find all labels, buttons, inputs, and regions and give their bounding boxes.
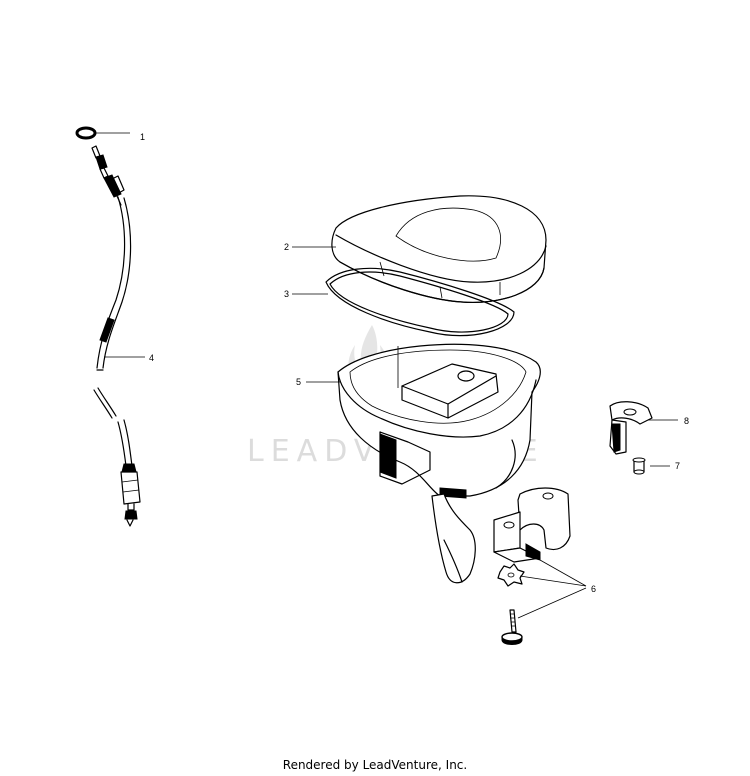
washer-part bbox=[497, 563, 525, 587]
gasket-part bbox=[325, 267, 515, 337]
callout-2: 2 bbox=[284, 242, 289, 252]
callout-5: 5 bbox=[296, 377, 301, 387]
clamp-part bbox=[493, 487, 571, 563]
callout-8: 8 bbox=[684, 416, 689, 426]
callout-1: 1 bbox=[140, 132, 145, 142]
cover-part bbox=[331, 195, 547, 304]
callout-3: 3 bbox=[284, 289, 289, 299]
lever-part bbox=[609, 401, 653, 455]
callout-4: 4 bbox=[149, 353, 154, 363]
leader-lines bbox=[96, 132, 678, 619]
pin-part bbox=[632, 457, 646, 475]
footer-credit: Rendered by LeadVenture, Inc. bbox=[282, 758, 468, 772]
callout-7: 7 bbox=[675, 461, 680, 471]
callout-labels: 1 2 3 4 5 6 7 8 bbox=[140, 132, 689, 594]
bolt-part bbox=[501, 609, 523, 645]
o-ring-part bbox=[75, 126, 97, 140]
cable-part bbox=[91, 145, 141, 527]
callout-6: 6 bbox=[591, 584, 596, 594]
housing-part bbox=[337, 343, 541, 584]
